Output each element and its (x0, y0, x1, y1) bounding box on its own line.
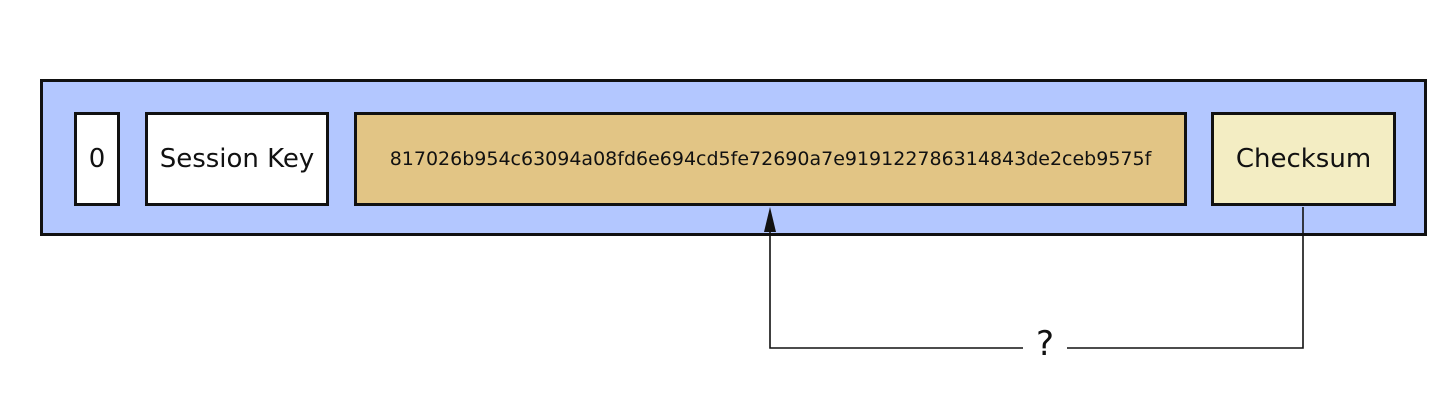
field-session-key-label: Session Key (159, 144, 315, 174)
field-hash: 817026b954c63094a08fd6e694cd5fe72690a7e9… (354, 112, 1187, 206)
field-zero: 0 (74, 112, 120, 206)
field-session-key: Session Key (145, 112, 329, 206)
field-zero-label: 0 (88, 144, 106, 174)
field-checksum: Checksum (1211, 112, 1396, 206)
field-checksum-label: Checksum (1235, 144, 1372, 174)
field-hash-value: 817026b954c63094a08fd6e694cd5fe72690a7e9… (389, 148, 1152, 170)
connector-label: ? (1023, 322, 1067, 366)
